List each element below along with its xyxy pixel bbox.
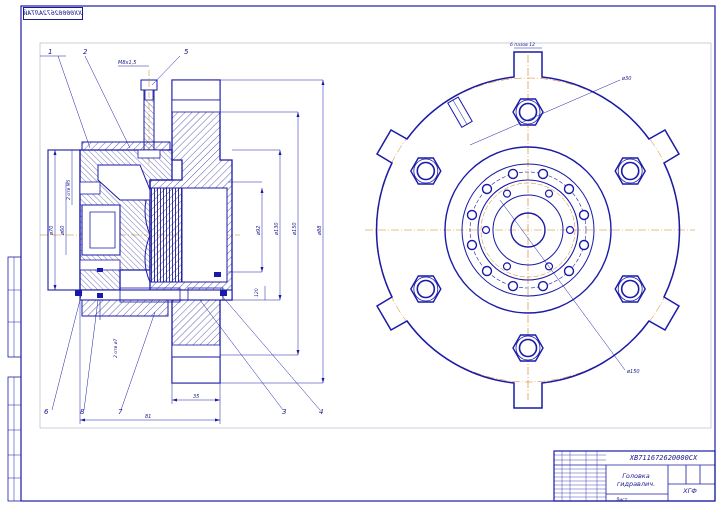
bolt-hole (507, 280, 519, 292)
dim-d150: ø150 (292, 222, 298, 236)
callout-7: 7 (118, 408, 123, 416)
callout-3: 3 (282, 408, 286, 416)
dim-diag-upper: ø30 (621, 76, 631, 82)
title-block-name: Головка гидравлич. (616, 472, 656, 488)
dim-thread-top: М8x1,5 (118, 60, 136, 66)
bolt-hole (578, 239, 590, 251)
dim-d70: ø70 (49, 226, 55, 236)
bolt-hole (466, 239, 478, 251)
dim-diag-lower: ø150 (626, 369, 640, 375)
dim-d88: ø88 (317, 226, 323, 236)
hex-nut (512, 334, 544, 362)
sheet-frame (7, 5, 716, 502)
title-block-organization: ХГФ (683, 487, 697, 495)
flange-outline (375, 51, 681, 409)
dim-thread-side: 2 отв М5 (66, 179, 72, 200)
bolt-hole (481, 183, 493, 195)
title-block (553, 450, 716, 502)
inner-hole (565, 225, 575, 235)
callout-8: 8 (80, 408, 85, 416)
dim-d130: ø130 (274, 222, 280, 236)
bolt-hole (578, 209, 590, 221)
inner-hole (502, 262, 512, 271)
section-view (40, 55, 325, 424)
hex-nut (409, 157, 442, 185)
dim-bottom-small: 35 (193, 394, 199, 400)
bolt-hole (537, 280, 549, 292)
hex-nut (409, 275, 442, 303)
inner-hole (481, 225, 491, 235)
dim-bottom-length: 81 (145, 414, 151, 420)
top-stamp: ХХ00002672АЛТАЙ (23, 7, 83, 20)
dim-d92: ø92 (256, 226, 262, 236)
bolt-hole (563, 265, 575, 277)
inner-hole (544, 189, 554, 198)
bolt-hole-group (466, 168, 590, 292)
callout-2: 2 (83, 48, 88, 56)
callout-6: 6 (44, 408, 49, 416)
callout-5: 5 (184, 48, 189, 56)
bolt-hole (507, 168, 519, 180)
callout-1: 1 (48, 48, 52, 56)
bolt-hole (481, 265, 493, 277)
title-block-code: ХВ711672620000СХ (629, 454, 698, 462)
dim-d60: ø60 (60, 226, 66, 236)
dim-right-small: 120 (254, 288, 260, 297)
hex-nut (614, 157, 647, 185)
callout-4: 4 (319, 408, 323, 416)
dim-hole: 2 отв ø7 (113, 338, 119, 358)
bolt-hole (563, 183, 575, 195)
bolt-hole (466, 209, 478, 221)
inner-hole (502, 189, 512, 198)
hex-nut (614, 275, 647, 303)
dim-slots: 6 пазов 12 (510, 42, 535, 48)
title-block-sheet: Лист (616, 498, 628, 503)
bolt-hole (537, 168, 549, 180)
hex-nut (512, 98, 544, 126)
face-view (365, 47, 695, 409)
hex-nut-group (409, 98, 647, 362)
